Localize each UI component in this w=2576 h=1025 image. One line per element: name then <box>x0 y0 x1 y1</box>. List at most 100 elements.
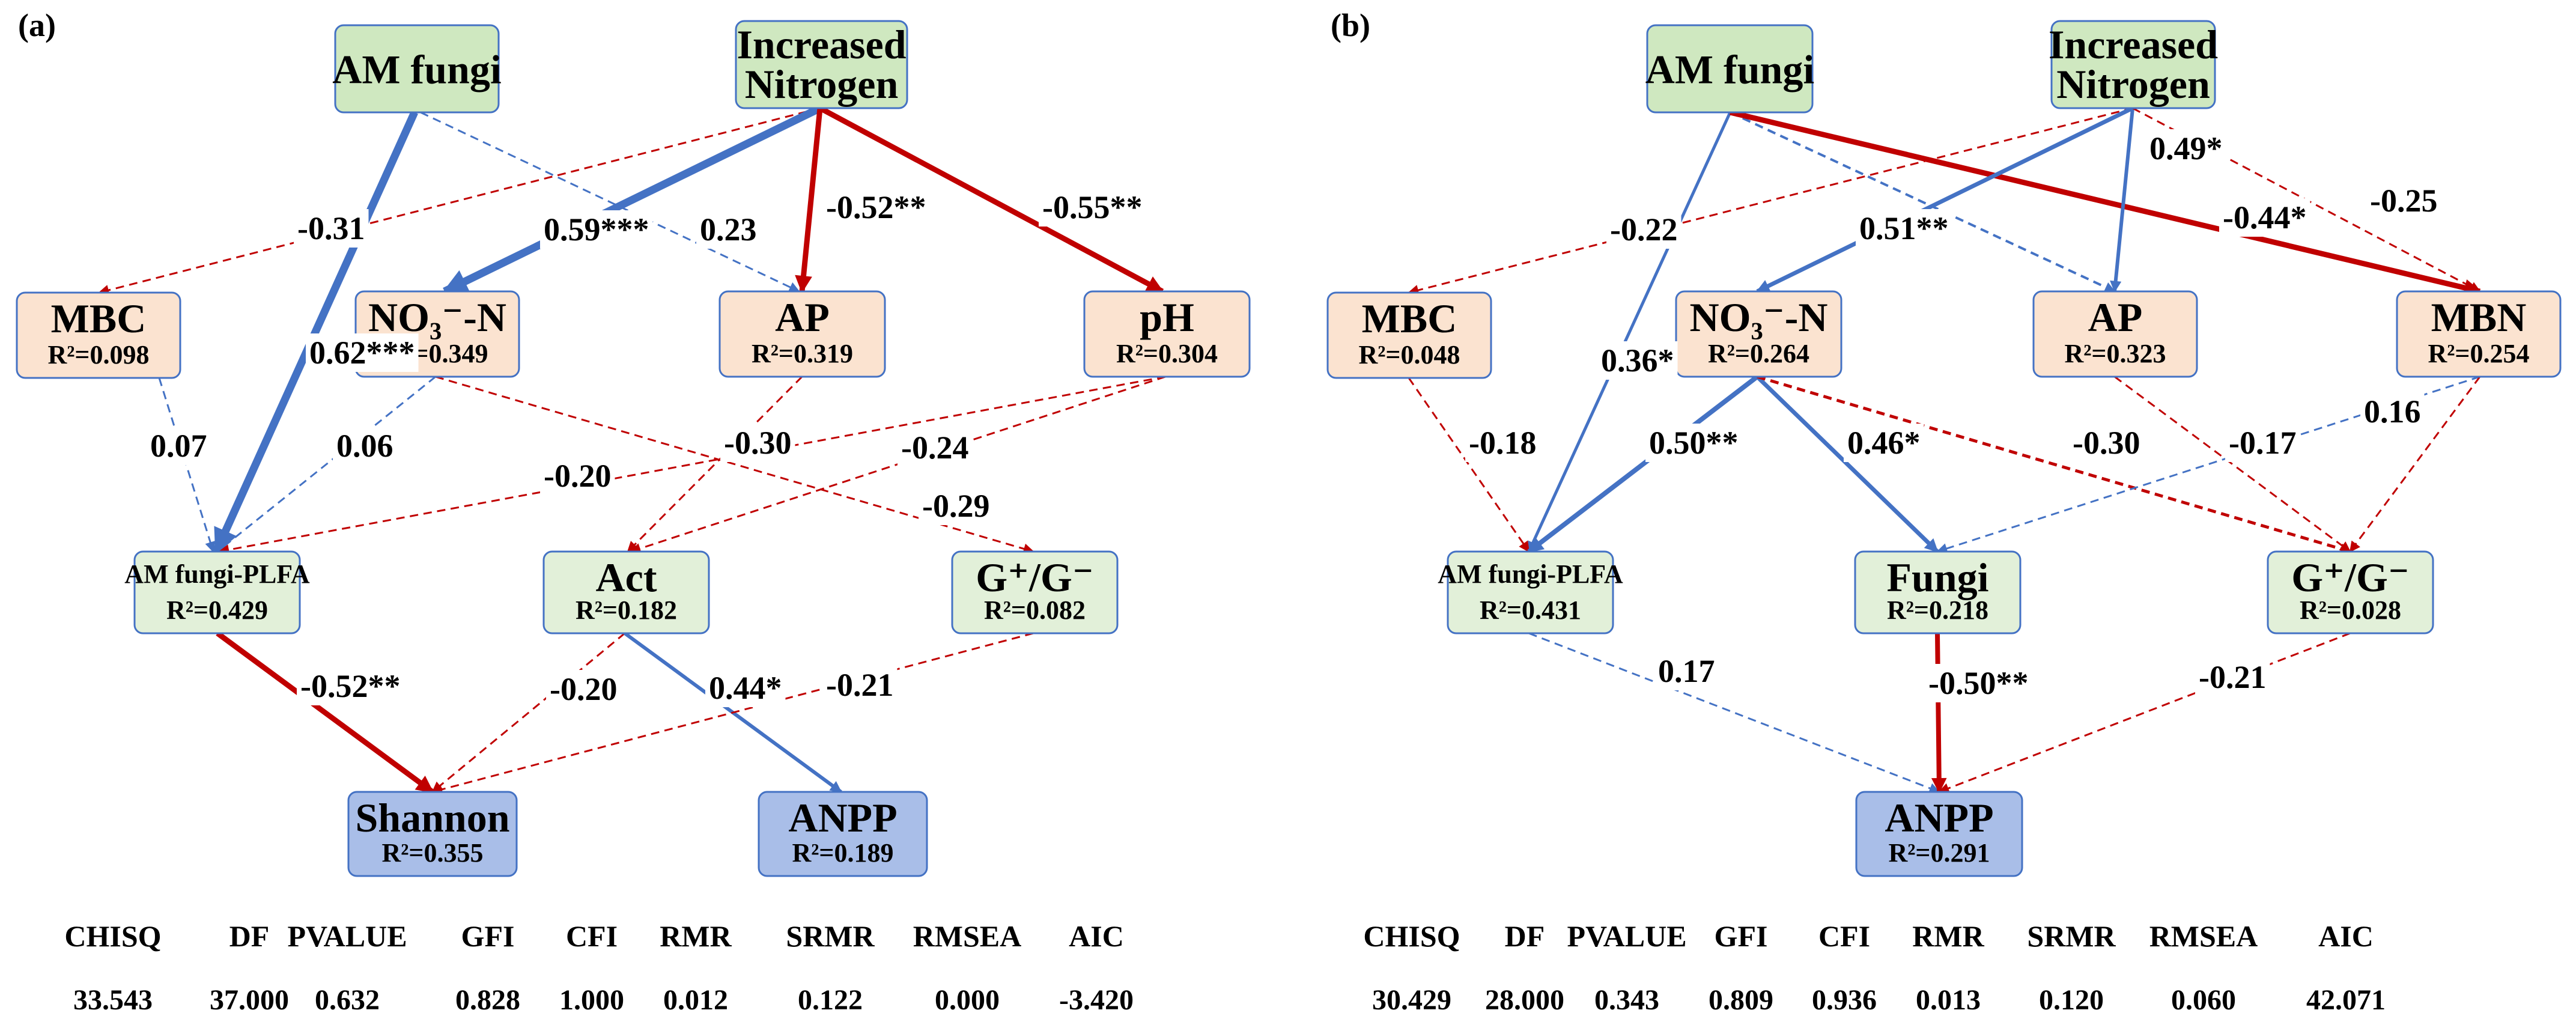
node-title: G⁺/G⁻ <box>2291 555 2409 600</box>
path-arrow-gg-anpp <box>1938 632 2351 794</box>
node-box <box>758 791 928 877</box>
path-arrow-inn-mbc <box>98 107 821 296</box>
fit-value-df: 37.000 <box>210 984 289 1016</box>
coefficient-label-ap-act: -0.30 <box>724 425 791 461</box>
node-plfa: AM fungi-PLFA R²=0.429 <box>124 550 310 634</box>
fit-header-srmr: SRMR <box>786 919 875 953</box>
path-arrow-inn-no3 <box>442 105 822 295</box>
coef-backdrop <box>2360 392 2425 431</box>
coef-backdrop <box>1039 188 1146 227</box>
coefficient-label-inn-mbn: -0.25 <box>2370 183 2437 219</box>
node-title: MBC <box>1362 296 1457 341</box>
path-arrows <box>1408 106 2482 794</box>
coefficient-label-mbc-plfa: 0.07 <box>150 428 207 464</box>
node-title: Act <box>596 555 657 600</box>
coef-backdrop <box>1654 652 1719 690</box>
node-no3: NO₃⁻-NR²=0.264 <box>1675 290 1842 378</box>
path-arrow-ap-act <box>627 376 803 553</box>
path-arrow-no3-gg <box>1757 375 2351 555</box>
node-box <box>334 24 500 114</box>
coefficient-label-no3-gg: -0.30 <box>2073 425 2140 461</box>
node-title: G⁺/G⁻ <box>976 555 1093 600</box>
node-box <box>951 550 1119 634</box>
fit-header-aic: AIC <box>1069 919 1124 953</box>
fit-header-chisq: CHISQ <box>1363 919 1460 953</box>
node-title: pH <box>1140 294 1194 340</box>
node-box <box>347 791 518 877</box>
node-r2: R²=0.304 <box>1116 339 1218 368</box>
coef-backdrop <box>540 457 615 495</box>
coef-backdrop <box>720 424 795 462</box>
path-arrow-amf-ap <box>420 111 800 293</box>
node-title: MBC <box>51 296 147 341</box>
node-r2: R²=0.254 <box>2428 339 2529 368</box>
node-title: NO₃⁻-N <box>368 294 506 340</box>
node-title: AP <box>2088 294 2143 340</box>
node-gg: G⁺/G⁻R²=0.028 <box>2267 550 2434 634</box>
coef-backdrop <box>540 210 653 249</box>
fit-value-rmr: 0.012 <box>663 984 728 1016</box>
coef-backdrop <box>2195 658 2270 696</box>
fit-header-rmsea: RMSEA <box>913 919 1022 953</box>
coef-backdrop <box>696 210 761 249</box>
node-r2: R²=0.431 <box>1480 595 1581 625</box>
coef-backdrop <box>306 333 419 372</box>
fit-value-pvalue: 0.343 <box>1594 984 1659 1016</box>
coef-backdrop <box>2146 129 2226 168</box>
path-arrow-plfa-shannon <box>216 631 434 794</box>
coef-backdrop <box>1925 664 2032 702</box>
path-arrow-gg-shannon <box>431 632 1034 795</box>
node-title: MBN <box>2431 294 2527 340</box>
coef-backdrop <box>1645 424 1742 462</box>
path-arrow-inn-ap <box>795 108 823 293</box>
fit-value-chisq: 33.543 <box>73 984 153 1016</box>
coefficient-label-amf-plfa: 0.62*** <box>309 335 415 371</box>
fit-value-aic: -3.420 <box>1059 984 1134 1016</box>
coefficient-label-no3-plfa: 0.06 <box>336 428 393 464</box>
coef-backdrop <box>333 427 397 465</box>
node-r2: R²=0.218 <box>1887 595 1988 625</box>
coef-backdrop <box>1856 209 1952 248</box>
path-arrow-inn-no3 <box>1755 106 2134 294</box>
path-arrow-amf-ap <box>1730 111 2116 293</box>
coef-backdrop <box>2069 424 2144 462</box>
node-box <box>2032 290 2198 378</box>
node-title: AM fungi-PLFA <box>124 559 310 589</box>
node-r2: R²=0.429 <box>166 595 268 625</box>
node-r2: R²=0.082 <box>984 595 1086 625</box>
coefficient-label-ph-plfa: -0.20 <box>544 458 611 494</box>
path-arrow-no3-fungi <box>1755 375 1939 553</box>
node-boxes: AM fungiIncreasedNitrogenMBCR²=0.098NO₃⁻… <box>16 20 1251 877</box>
fit-header-gfi: GFI <box>1715 919 1768 953</box>
path-arrow-inn-ph <box>818 106 1164 294</box>
node-r2: R²=0.028 <box>2300 595 2401 625</box>
path-arrow-plfa-anpp <box>1528 632 1940 794</box>
coefficient-label-act-shannon: -0.20 <box>550 671 617 707</box>
fit-value-cfi: 0.936 <box>1812 984 1877 1016</box>
node-box <box>542 550 710 634</box>
node-r2: R²=0.291 <box>1888 838 1990 868</box>
fit-value-rmsea: 0.000 <box>935 984 1000 1016</box>
coefficient-label-inn-mbc: -0.31 <box>297 210 365 246</box>
coef-backdrop <box>294 209 369 248</box>
coef-backdrop <box>1597 341 1678 380</box>
fit-header-pvalue: PVALUE <box>1567 919 1686 953</box>
coef-backdrop <box>705 669 786 707</box>
coefficient-label-amf-ap: 0.23 <box>700 211 757 248</box>
node-box <box>16 291 181 379</box>
node-box <box>2267 550 2434 634</box>
coef-backdrop <box>2225 424 2300 462</box>
node-box <box>1447 550 1614 634</box>
path-arrow-act-shannon <box>431 632 625 793</box>
fit-header-rmr: RMR <box>1912 919 1984 953</box>
fit-value-gfi: 0.828 <box>455 984 520 1016</box>
node-box <box>718 290 886 378</box>
